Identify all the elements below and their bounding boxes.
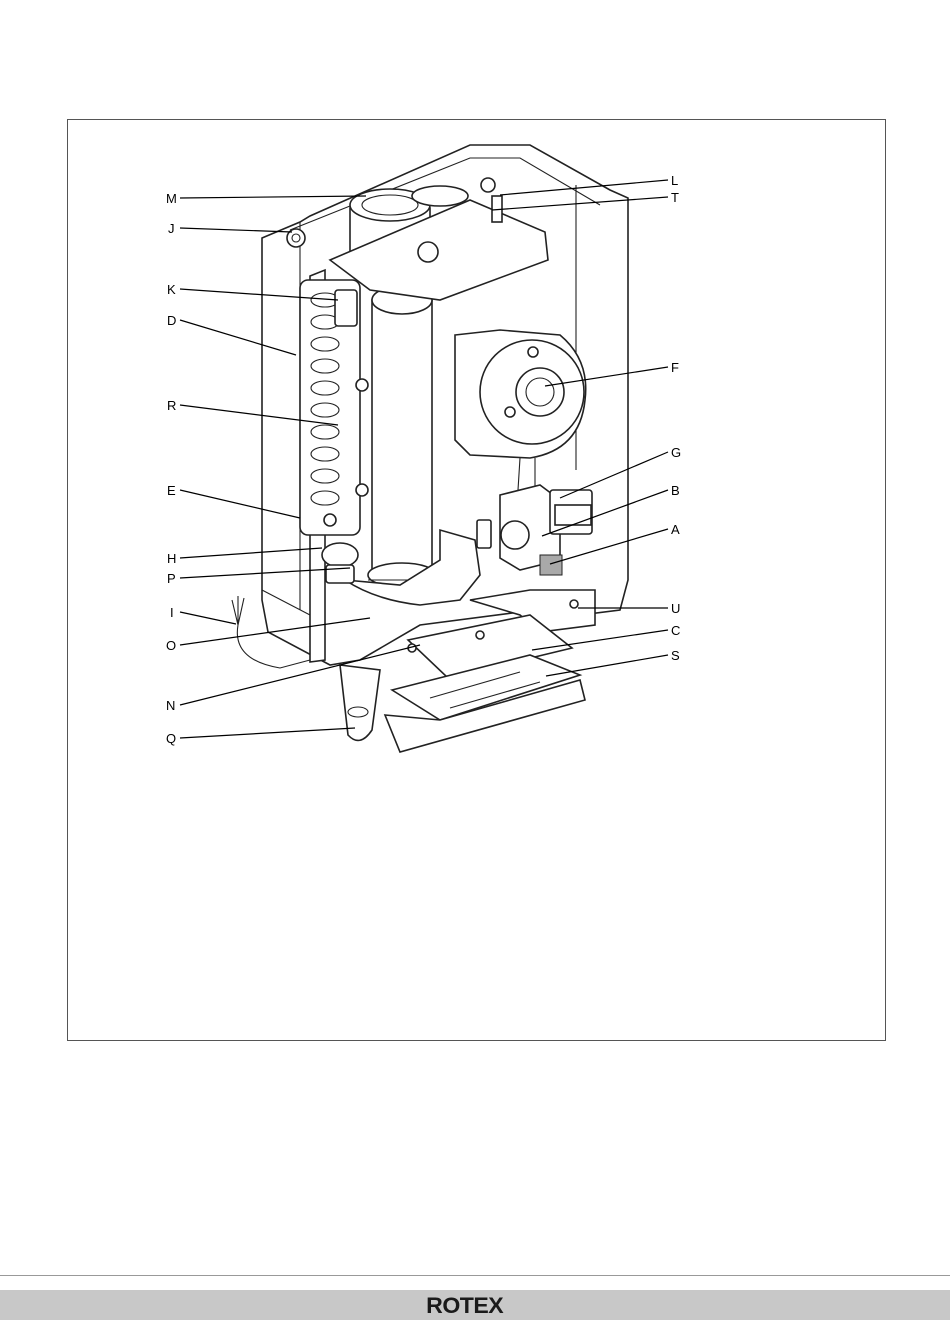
label-b: B [671,483,680,498]
label-l: L [671,173,678,188]
label-g: G [671,445,681,460]
label-s: S [671,648,680,663]
label-e: E [167,483,176,498]
label-p: P [167,571,176,586]
label-o: O [166,638,176,653]
label-a: A [671,522,680,537]
label-c: C [671,623,680,638]
label-i: I [170,605,174,620]
label-j: J [168,221,175,236]
siphon [340,665,380,740]
label-d: D [167,313,176,328]
label-n: N [166,698,175,713]
rotex-logo: ROTEX [426,1293,503,1319]
label-r: R [167,398,176,413]
label-q: Q [166,731,176,746]
label-m: M [166,191,177,206]
footer-divider [0,1275,950,1276]
heat-exchanger [300,280,368,535]
label-f: F [671,360,679,375]
label-t: T [671,190,679,205]
label-u: U [671,601,680,616]
label-h: H [167,551,176,566]
label-k: K [167,282,176,297]
